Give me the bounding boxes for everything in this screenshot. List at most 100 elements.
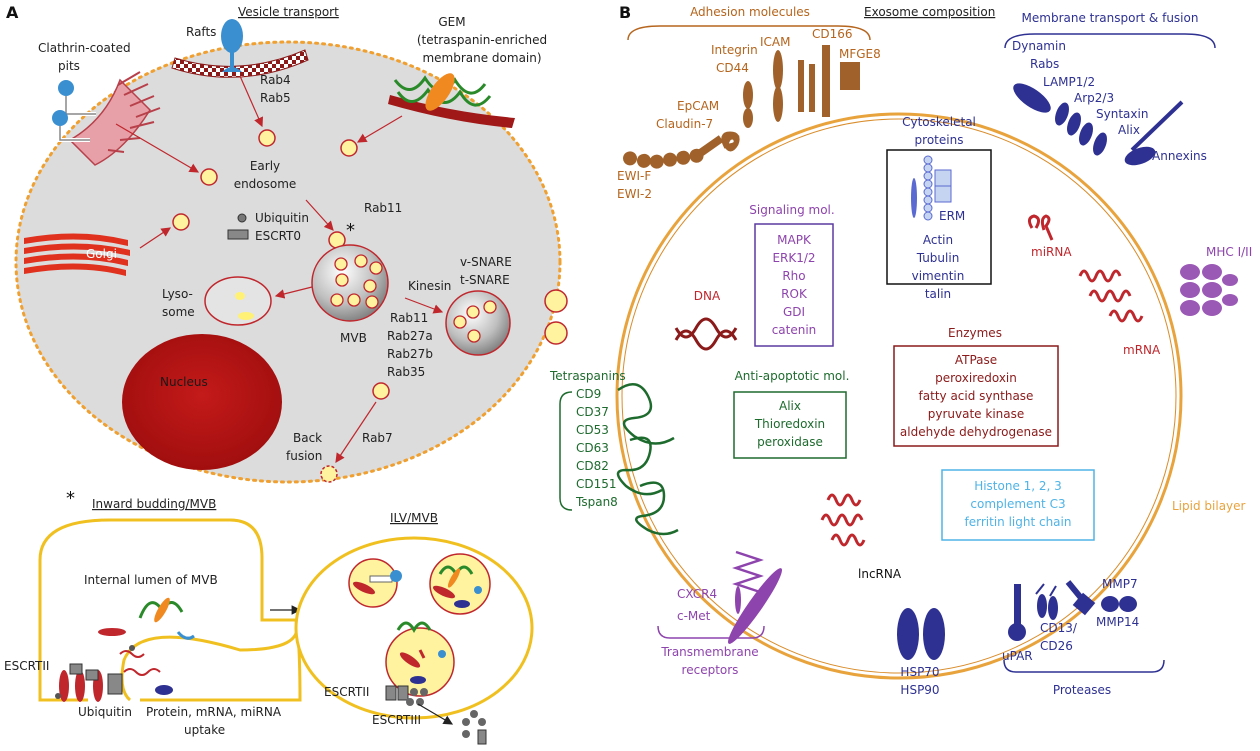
histone-item-0: Histone 1, 2, 3 <box>974 479 1062 493</box>
cd44-label: CD44 <box>716 61 749 75</box>
cmet-label: c-Met <box>677 609 711 623</box>
icam-label: ICAM <box>760 35 790 49</box>
signaling-item-5: catenin <box>772 323 817 337</box>
cd166-label: CD166 <box>812 27 853 41</box>
back-fusion-label-2: fusion <box>286 449 322 463</box>
back-fusion-vesicle <box>320 465 338 483</box>
antiapop-item-2: peroxidase <box>757 435 823 449</box>
hsp70-label: HSP70 <box>900 665 939 679</box>
cyto-item-talin: talin <box>925 287 951 301</box>
adhesion-header: Adhesion molecules <box>690 5 810 19</box>
antiapop-item-0: Alix <box>779 399 801 413</box>
cd26-label: CD26 <box>1040 639 1073 653</box>
cyto-item-tubulin: Tubulin <box>916 251 960 265</box>
golgi-label: Golgi <box>86 247 117 261</box>
exosome-composition-header: Exosome composition <box>864 5 995 19</box>
signaling-box <box>754 223 834 347</box>
lysosome <box>204 276 272 326</box>
transmembrane-label-2: receptors <box>682 663 739 677</box>
signaling-item-1: ERK1/2 <box>772 251 815 265</box>
clathrin-label-2: pits <box>58 59 80 73</box>
rafts-label: Rafts <box>186 25 216 39</box>
cytoskeletal-box <box>886 149 992 285</box>
early-endosome-label-1: Early <box>250 159 280 173</box>
arp-label: Arp2/3 <box>1074 91 1114 105</box>
tetraspanins-title: Tetraspanins <box>549 369 626 383</box>
mhc-complex <box>1180 264 1238 316</box>
integrin-label: Integrin <box>711 43 758 57</box>
mmp7-label: MMP7 <box>1102 577 1138 591</box>
uptake-label-1: Protein, mRNA, miRNA <box>146 705 282 719</box>
enzymes-item-4: aldehyde dehydrogenase <box>900 425 1052 439</box>
adhesion-brace <box>627 25 871 41</box>
internal-lumen-label: Internal lumen of MVB <box>84 573 218 587</box>
cyto-item-vimentin: vimentin <box>912 269 965 283</box>
rab7-label: Rab7 <box>362 431 393 445</box>
escrtiii-released <box>462 710 487 745</box>
mirna-label: miRNA <box>1031 245 1072 259</box>
tetra-item-2: CD53 <box>576 423 609 437</box>
tetraspanin-shapes <box>616 383 679 536</box>
histone-box <box>941 469 1095 541</box>
kinesin-label: Kinesin <box>408 279 451 293</box>
antiapop-box <box>733 391 847 459</box>
t-snare-label: t-SNARE <box>460 273 510 287</box>
tetra-item-5: CD151 <box>576 477 617 491</box>
mmp14-label: MMP14 <box>1096 615 1139 629</box>
mvb <box>311 244 389 322</box>
clathrin-coated-pits <box>52 71 161 166</box>
escrtii-complex-left <box>55 663 123 702</box>
escrt0-icon <box>227 229 249 240</box>
cytoskeleton-icon <box>911 155 952 221</box>
transmembrane-brace <box>657 625 765 639</box>
ubiquitin-bottom-label: Ubiquitin <box>78 705 132 719</box>
annexins-label: Annexins <box>1152 149 1207 163</box>
cd13-label: CD13/ <box>1040 621 1078 635</box>
mirna-icon <box>1027 214 1054 241</box>
escrtii-left-label: ESCRTII <box>4 659 49 673</box>
rafts-domain <box>171 19 309 78</box>
dynamin-label: Dynamin <box>1012 39 1066 53</box>
escrtiii-label: ESCRTIII <box>372 713 421 727</box>
rab4-label: Rab4 <box>260 73 291 87</box>
claudin-label: Claudin-7 <box>656 117 713 131</box>
tetra-item-6: Tspan8 <box>575 495 618 509</box>
upar-label: uPAR <box>1002 649 1033 663</box>
membrane-transport-header: Membrane transport & fusion <box>1022 11 1199 25</box>
inward-budding-header: Inward budding/MVB <box>92 497 216 511</box>
vesicle-transport-header: Vesicle transport <box>238 5 339 19</box>
hsp90-label: HSP90 <box>900 683 939 697</box>
gem-label-3: membrane domain) <box>422 51 541 65</box>
inward-asterisk: * <box>66 488 75 509</box>
budding-cargo <box>98 597 195 695</box>
enzymes-item-3: pyruvate kinase <box>928 407 1025 421</box>
dna-icon <box>674 317 738 351</box>
rab-list-0: Rab11 <box>390 311 428 325</box>
signaling-item-3: ROK <box>781 287 808 301</box>
proteases-brace <box>1003 659 1165 673</box>
tetra-item-1: CD37 <box>576 405 609 419</box>
rab11-top-label: Rab11 <box>364 201 402 215</box>
lysosome-label-1: Lyso- <box>162 287 193 301</box>
ilv-vesicles <box>348 553 491 697</box>
signaling-title: Signaling mol. <box>749 203 834 217</box>
lipid-bilayer-label: Lipid bilayer <box>1172 499 1246 513</box>
escrt0-label: ESCRT0 <box>255 229 301 243</box>
proteases-label: Proteases <box>1053 683 1111 697</box>
transport-arrows <box>115 75 444 463</box>
alix-top-label: Alix <box>1118 123 1140 137</box>
transmembrane-label-1: Transmembrane <box>660 645 758 659</box>
rab-list-2: Rab27b <box>387 347 433 361</box>
ubiquitin-icon <box>237 213 247 223</box>
lysosome-label-2: some <box>162 305 195 319</box>
epcam-label: EpCAM <box>677 99 719 113</box>
cytoskeletal-title-2: proteins <box>915 133 964 147</box>
cytoskeletal-title-1: Cytoskeletal <box>902 115 976 129</box>
rab5-label: Rab5 <box>260 91 291 105</box>
mhc-label: MHC I/II <box>1206 245 1252 259</box>
signaling-item-2: Rho <box>782 269 805 283</box>
ewif-label: EWI-F <box>617 169 651 183</box>
lncrna-label: lncRNA <box>858 567 902 581</box>
nucleus-label: Nucleus <box>160 375 208 389</box>
